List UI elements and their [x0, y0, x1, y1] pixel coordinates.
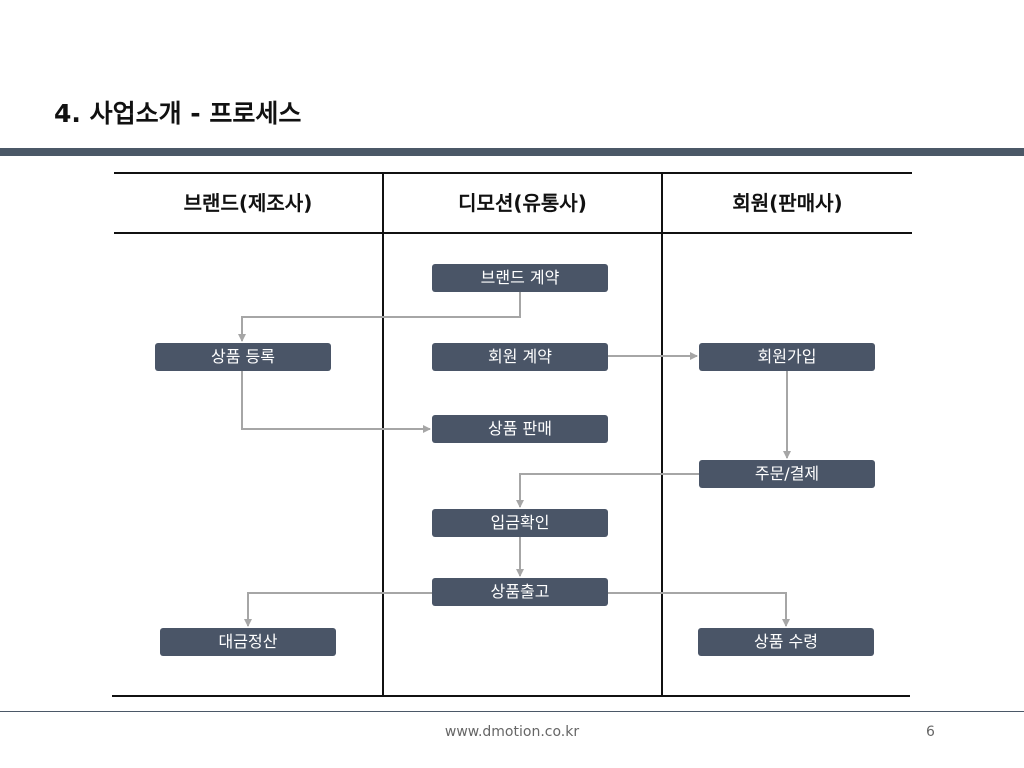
- step-member-signup: 회원가입: [699, 343, 875, 371]
- page-number: 6: [926, 724, 935, 740]
- step-member-contract: 회원 계약: [432, 343, 608, 371]
- table-header-border: [114, 232, 912, 234]
- title-underline-bar: [0, 148, 1024, 156]
- arrow-product-release-to-product-receipt: [608, 592, 790, 627]
- slide-title: 4. 사업소개 - 프로세스: [54, 99, 302, 128]
- arrow-order-payment-to-deposit-check: [516, 473, 699, 508]
- footer-website: www.dmotion.co.kr: [444, 724, 580, 740]
- step-product-sale: 상품 판매: [432, 415, 608, 443]
- arrow-product-release-to-settlement: [244, 592, 433, 627]
- arrow-brand-contract-to-product-register: [238, 292, 521, 342]
- table-top-border: [114, 172, 912, 174]
- step-product-release: 상품출고: [432, 578, 608, 606]
- step-product-register: 상품 등록: [155, 343, 331, 371]
- column-header-brand: 브랜드(제조사): [183, 191, 313, 215]
- arrow-product-register-to-product-sale: [241, 371, 431, 433]
- column-header-member: 회원(판매사): [732, 191, 843, 215]
- step-brand-contract: 브랜드 계약: [432, 264, 608, 292]
- step-settlement: 대금정산: [160, 628, 336, 656]
- column-header-dmotion: 디모션(유통사): [458, 191, 587, 215]
- column-divider-1: [382, 173, 384, 696]
- step-order-payment: 주문/결제: [699, 460, 875, 488]
- table-bottom-border: [112, 695, 910, 697]
- step-product-receipt: 상품 수령: [698, 628, 874, 656]
- column-divider-2: [661, 173, 663, 696]
- step-deposit-check: 입금확인: [432, 509, 608, 537]
- footer-divider: [0, 711, 1024, 712]
